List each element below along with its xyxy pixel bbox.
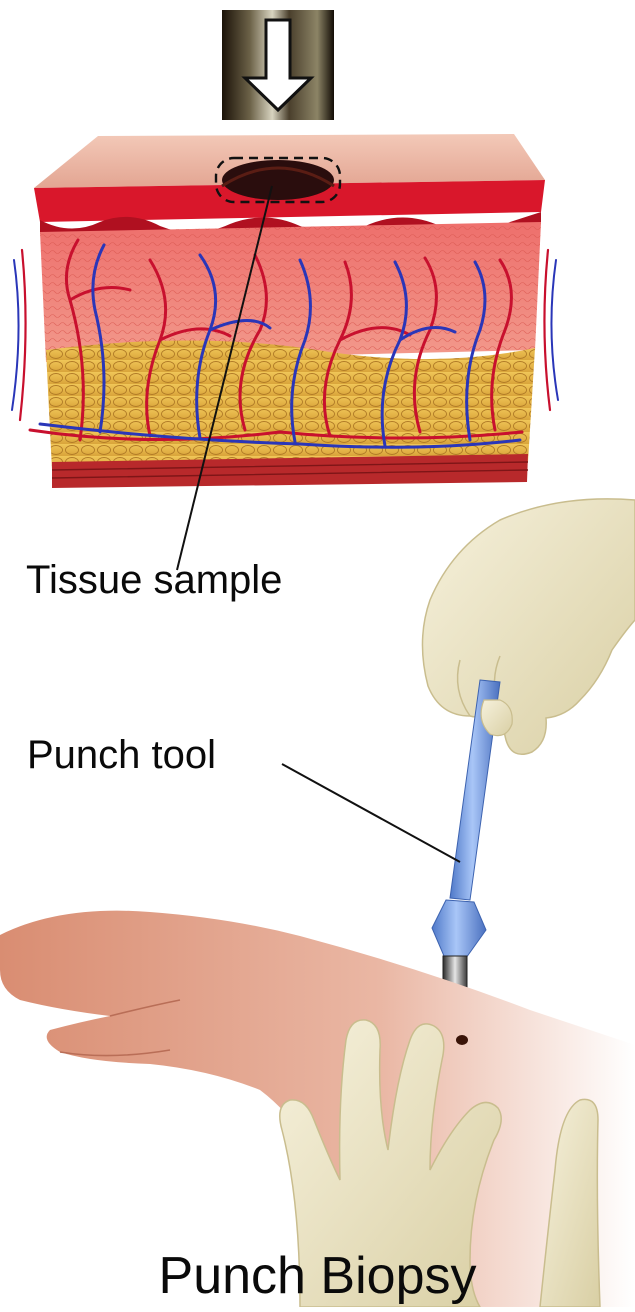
- diagram-title: Punch Biopsy: [0, 1250, 635, 1302]
- skin-mole: [456, 1035, 468, 1045]
- gloved-hand-top: [422, 499, 635, 754]
- biopsy-hole: [222, 160, 334, 200]
- punch-tool-pointer: [282, 764, 460, 862]
- tissue-sample-label: Tissue sample: [26, 560, 282, 600]
- skin-cross-section: [12, 134, 558, 488]
- punch-tool-label: Punch tool: [27, 735, 216, 775]
- punch-cylinder: [222, 10, 334, 120]
